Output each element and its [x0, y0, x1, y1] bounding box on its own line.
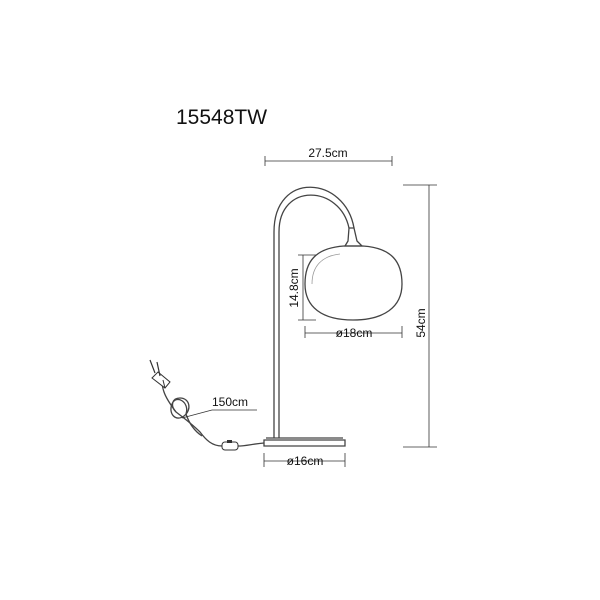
- lamp-base: [263, 437, 346, 447]
- inline-switch-icon: [221, 440, 239, 451]
- lamp-stem: [273, 186, 355, 438]
- plug-icon: [149, 359, 171, 389]
- lamp-shade: [304, 227, 403, 321]
- height-label: 54cm: [414, 308, 428, 337]
- shade-diameter-dimension: ø18cm: [304, 326, 403, 340]
- cable-length-callout: 150cm: [181, 395, 257, 419]
- power-cable: [161, 379, 265, 447]
- width-label: 27.5cm: [308, 146, 347, 160]
- base-diameter-label: ø16cm: [287, 454, 324, 468]
- shade-height-dimension: 14.8cm: [287, 254, 316, 321]
- cable-length-label: 150cm: [212, 395, 248, 409]
- shade-height-label: 14.8cm: [287, 268, 301, 307]
- width-dimension: 27.5cm: [264, 146, 393, 166]
- model-code: 15548TW: [176, 106, 267, 129]
- base-diameter-dimension: ø16cm: [263, 453, 346, 468]
- height-dimension: 54cm: [403, 184, 437, 448]
- shade-diameter-label: ø18cm: [336, 326, 373, 340]
